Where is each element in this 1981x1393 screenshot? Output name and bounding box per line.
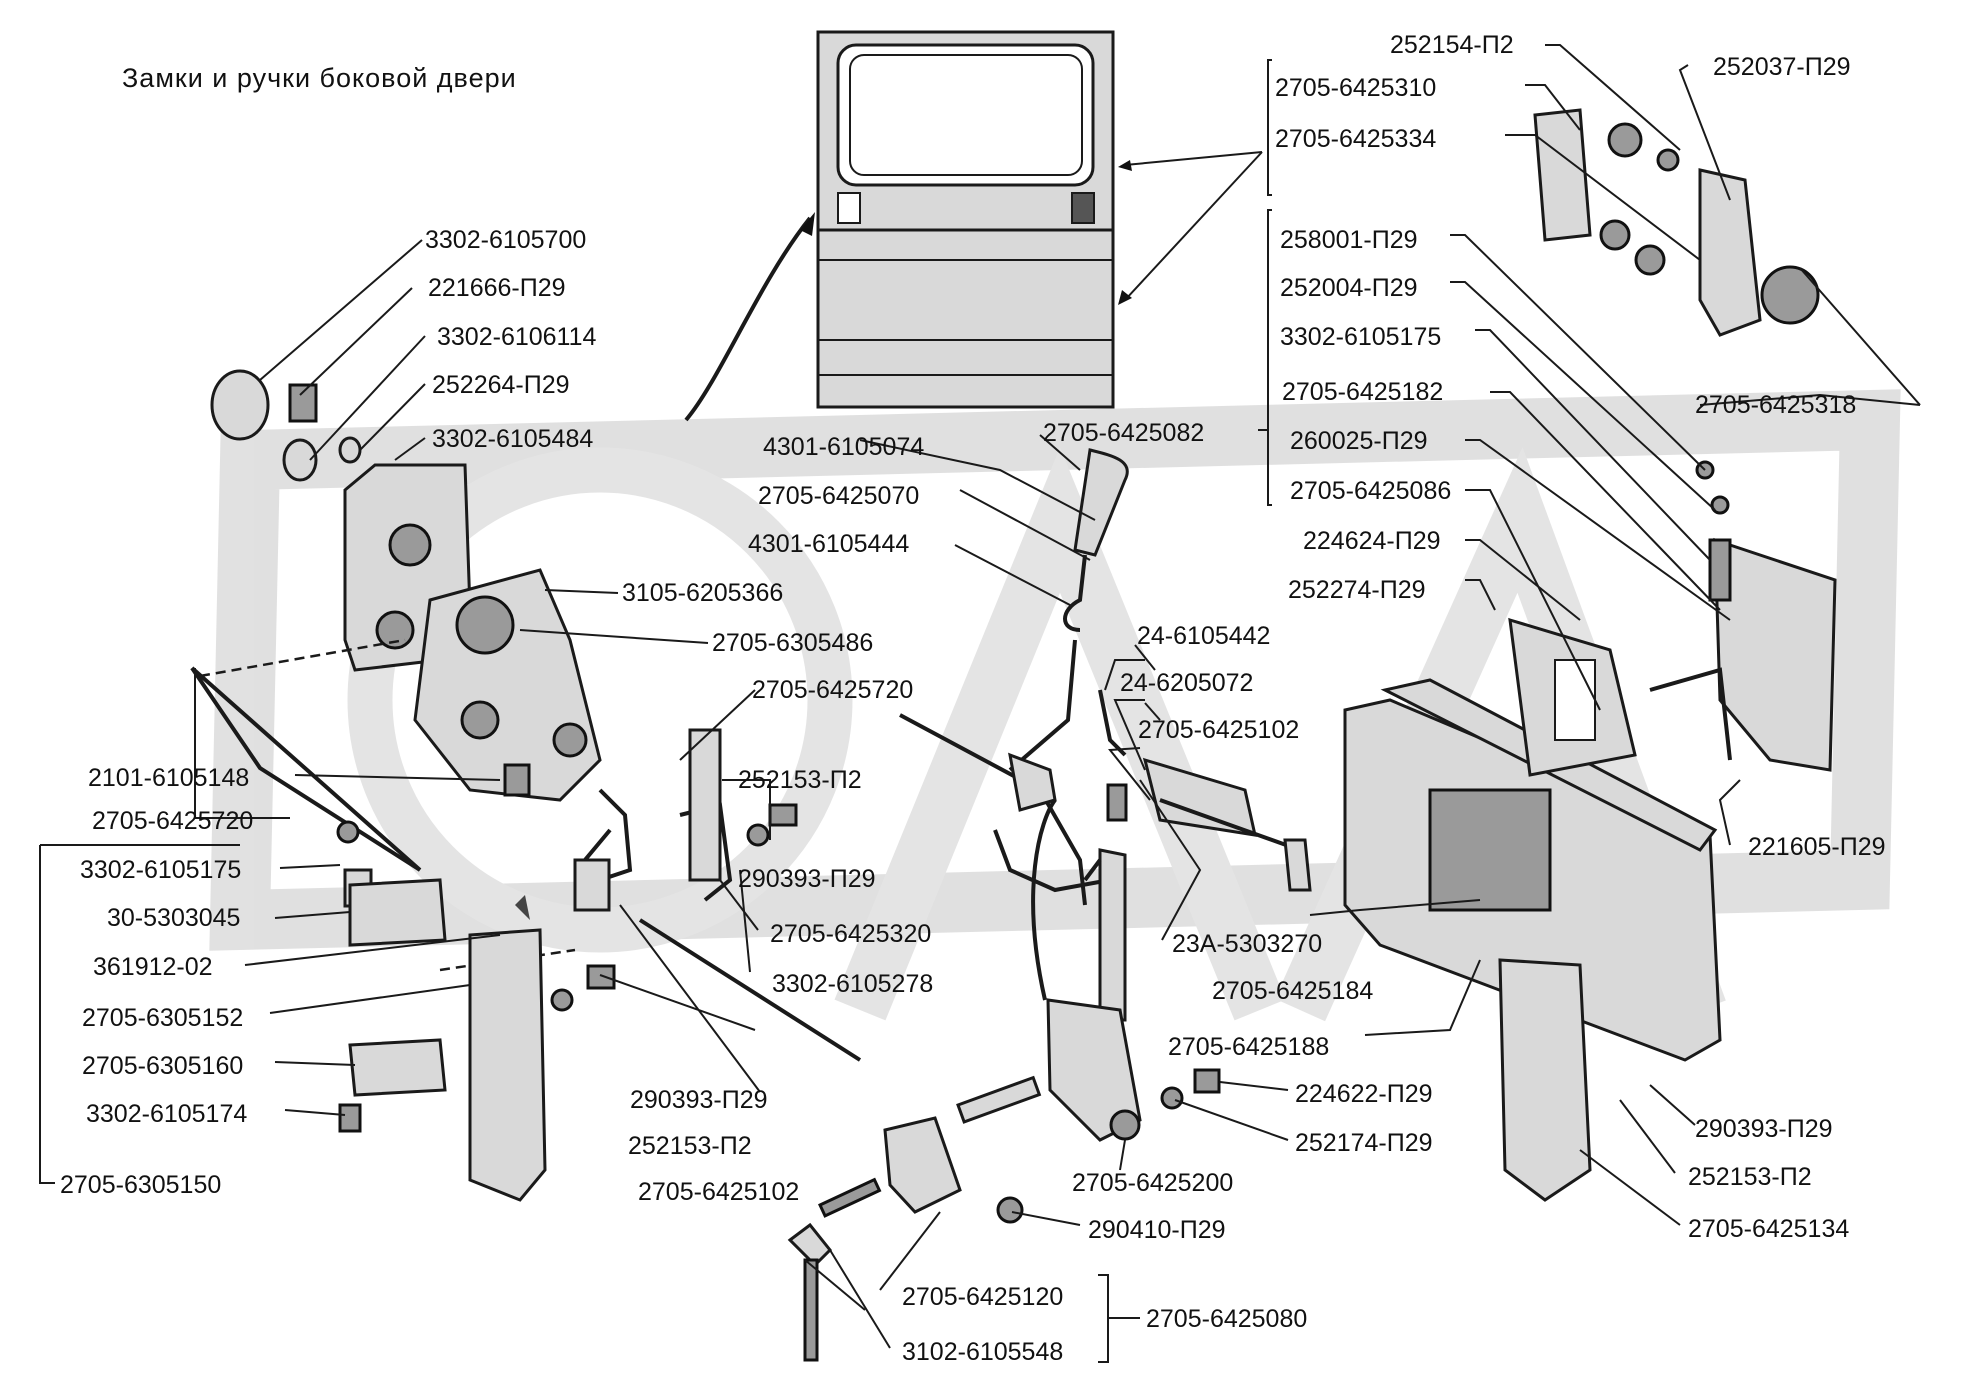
label-3302-6105175-left: 3302-6105175 [80, 856, 241, 884]
leader-lines [39, 44, 1921, 1363]
label-2705-6425184: 2705-6425184 [1212, 977, 1373, 1005]
label-3302-6106114: 3302-6106114 [437, 323, 597, 351]
label-252174-p29: 252174-П29 [1295, 1129, 1433, 1157]
label-2705-6425086: 2705-6425086 [1290, 477, 1451, 505]
label-252037-p29: 252037-П29 [1713, 53, 1851, 81]
label-290393-p29-low: 290393-П29 [630, 1086, 768, 1114]
label-224624-p29: 224624-П29 [1303, 527, 1441, 555]
label-3102-6105548: 3102-6105548 [902, 1338, 1063, 1366]
label-2705-6305152: 2705-6305152 [82, 1004, 243, 1032]
label-2705-6305160: 2705-6305160 [82, 1052, 243, 1080]
keys-3102-6105548 [787, 1177, 882, 1362]
label-2705-6425182: 2705-6425182 [1282, 378, 1443, 406]
side-door-illustration [684, 30, 1263, 422]
label-252274-p29: 252274-П29 [1288, 576, 1426, 604]
label-3302-6105278: 3302-6105278 [772, 970, 933, 998]
label-252154-p2: 252154-П2 [1390, 31, 1514, 59]
label-2705-6425720-left: 2705-6425720 [92, 807, 253, 835]
label-258001-p29: 258001-П29 [1280, 226, 1418, 254]
label-3302-6105484: 3302-6105484 [432, 425, 593, 453]
label-2705-6425070: 2705-6425070 [758, 482, 919, 510]
label-290410-p29: 290410-П29 [1088, 1216, 1226, 1244]
label-2705-6425082: 2705-6425082 [1043, 419, 1204, 447]
label-3302-6105174: 3302-6105174 [86, 1100, 247, 1128]
label-30-5303045: 30-5303045 [107, 904, 240, 932]
label-252264-p29: 252264-П29 [432, 371, 570, 399]
lock-cylinder-2705-6425120 [883, 1075, 1042, 1224]
label-4301-6105074: 4301-6105074 [763, 433, 924, 461]
label-361912-02: 361912-02 [93, 953, 213, 981]
label-2705-6425188: 2705-6425188 [1168, 1033, 1329, 1061]
label-2705-6425720-mid: 2705-6425720 [752, 676, 913, 704]
label-23a-5303270: 23А-5303270 [1172, 930, 1322, 958]
label-2101-6105148: 2101-6105148 [88, 764, 249, 792]
label-252153-p2-mid: 252153-П2 [738, 766, 862, 794]
label-2705-6425310: 2705-6425310 [1275, 74, 1436, 102]
linkage-rods-center [899, 448, 1312, 1142]
lock-mechanism-2705-6305486 [413, 568, 602, 802]
label-24-6205072: 24-6205072 [1120, 669, 1253, 697]
label-2705-6425134: 2705-6425134 [1688, 1215, 1849, 1243]
label-252004-p29: 252004-П29 [1280, 274, 1418, 302]
label-4301-6105444: 4301-6105444 [748, 530, 909, 558]
linkage-rods-left [190, 638, 862, 1062]
label-290393-p29-mid: 290393-П29 [738, 865, 876, 893]
label-2705-6425120: 2705-6425120 [902, 1283, 1063, 1311]
label-2705-6305150: 2705-6305150 [60, 1171, 221, 1199]
label-2705-6425102-right: 2705-6425102 [1138, 716, 1299, 744]
label-3302-6105175-right: 3302-6105175 [1280, 323, 1441, 351]
label-2705-6425318: 2705-6425318 [1695, 391, 1856, 419]
label-260025-p29: 260025-П29 [1290, 427, 1428, 455]
label-2705-6425080: 2705-6425080 [1146, 1305, 1307, 1333]
striker-pin-3302-6105700 [210, 369, 362, 482]
label-2705-6425334: 2705-6425334 [1275, 125, 1436, 153]
label-3302-6105700: 3302-6105700 [425, 226, 586, 254]
diagram-title: Замки и ручки боковой двери [122, 63, 517, 93]
label-2705-6425200: 2705-6425200 [1072, 1169, 1233, 1197]
label-252153-p2-low: 252153-П2 [628, 1132, 752, 1160]
label-2705-6425102-low: 2705-6425102 [638, 1178, 799, 1206]
label-2705-6425320: 2705-6425320 [770, 920, 931, 948]
small-fasteners-left [336, 728, 798, 1133]
label-221605-p29: 221605-П29 [1748, 833, 1886, 861]
part-labels: 252154-П2 2705-6425310 252037-П29 2705-6… [60, 31, 1886, 1366]
label-2705-6305486: 2705-6305486 [712, 629, 873, 657]
label-224622-p29: 224622-П29 [1295, 1080, 1433, 1108]
label-221666-p29: 221666-П29 [428, 274, 566, 302]
hinge-2705-6425086 [1649, 495, 1837, 772]
striker-assembly-top-right [1533, 108, 1820, 480]
label-24-6105442: 24-6105442 [1137, 622, 1270, 650]
label-252153-p2-right: 252153-П2 [1688, 1163, 1812, 1191]
inner-handle-left-2705-6305150 [348, 878, 547, 1202]
mounting-plate-2705-6425182 [1508, 617, 1637, 777]
label-3105-6205366: 3105-6205366 [622, 579, 783, 607]
label-290393-p29-right: 290393-П29 [1695, 1115, 1833, 1143]
